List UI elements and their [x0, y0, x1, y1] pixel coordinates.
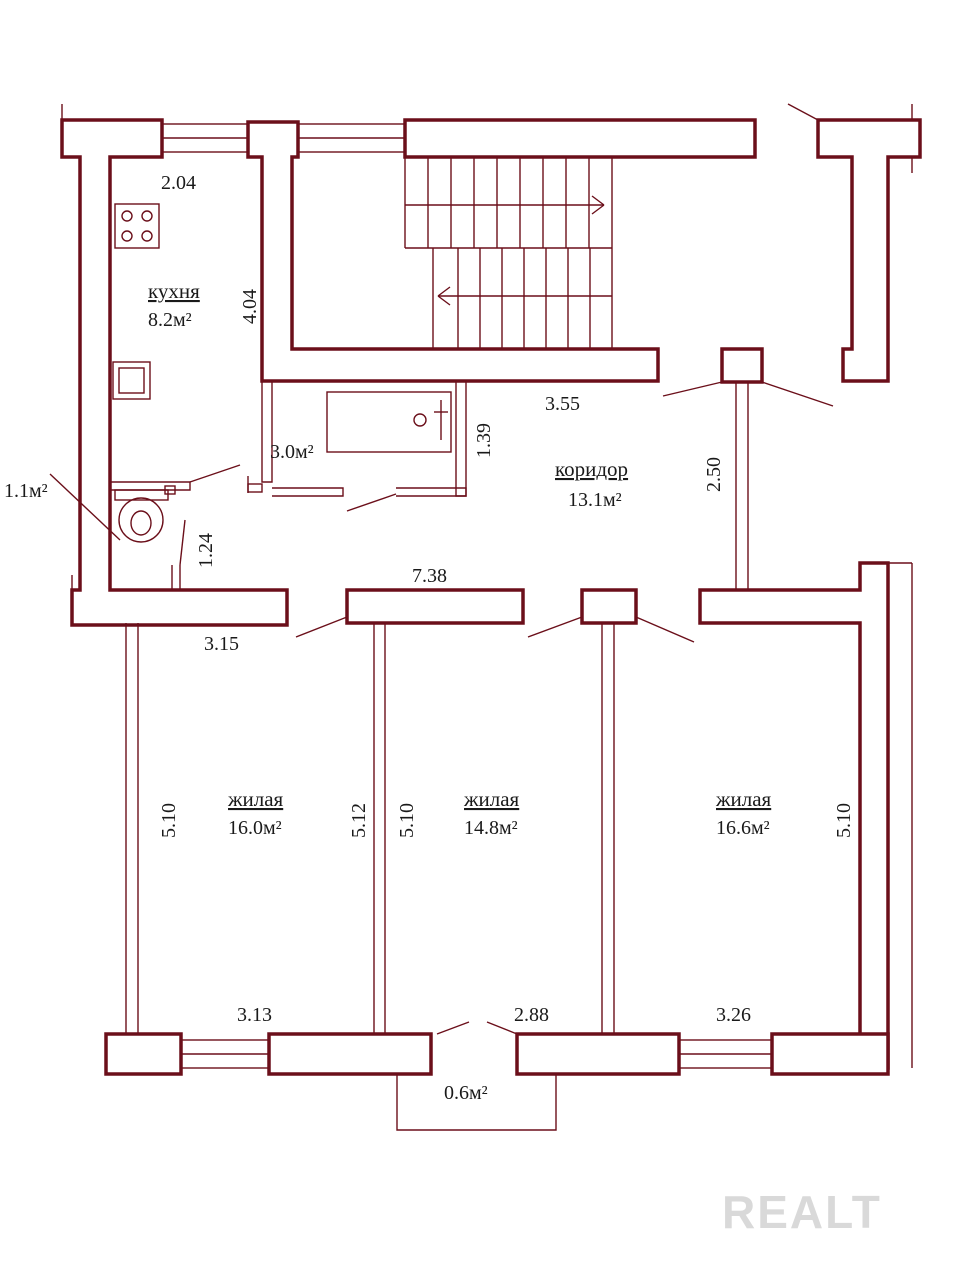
wall-bottom-2 [267, 1032, 433, 1076]
dim-kitchen-length: 4.04 [239, 289, 261, 324]
living-1-label: жилая [227, 787, 284, 811]
wall-mid-2 [580, 588, 638, 625]
toilet-icon [118, 497, 164, 543]
wall-stair-left [246, 120, 660, 383]
dim-toilet-height: 1.24 [195, 533, 217, 568]
watermark-logo: REALT [722, 1186, 882, 1238]
dim-corridor-top: 3.55 [545, 393, 580, 415]
dim-living-1-right: 5.12 [348, 803, 370, 838]
wall-stair-top [403, 118, 757, 159]
kitchen-area: 8.2м² [148, 309, 192, 331]
kitchen-label: кухня [148, 279, 200, 303]
wall-bottom-4 [770, 1032, 890, 1076]
living-1-area: 16.0м² [228, 817, 282, 839]
living-3-label: жилая [715, 787, 772, 811]
toilet-area: 1.1м² [4, 480, 48, 502]
balcony-area: 0.6м² [444, 1082, 488, 1104]
door-swings [61, 103, 913, 1035]
toilet-tank-icon [114, 489, 169, 501]
wall-mid-1 [345, 588, 525, 625]
stair-arrow-head [591, 195, 605, 206]
toilet-door [189, 464, 241, 483]
staircase [404, 157, 613, 349]
bath-door [346, 493, 397, 512]
stair-arrow-head [437, 295, 451, 306]
dim-kitchen-width: 2.04 [161, 172, 196, 194]
dim-corridor-length: 7.38 [412, 565, 447, 587]
wall-top-right [816, 118, 922, 383]
corridor-label: коридор [555, 457, 628, 481]
sink-icon [112, 361, 151, 400]
balcony [396, 1074, 557, 1131]
dim-living-2-width: 2.88 [514, 1004, 549, 1026]
living-3-area: 16.6м² [716, 817, 770, 839]
dim-living-2-left: 5.10 [396, 803, 418, 838]
room-labels: кухня 8.2м² 3.0м² 1.1м² коридор 13.1м² ж… [4, 279, 772, 1104]
wall-bottom-3 [515, 1032, 681, 1076]
living-2-label: жилая [463, 787, 520, 811]
wall-bottom-1 [104, 1032, 183, 1076]
wall-top-left [60, 118, 289, 627]
dim-living-3-right: 5.10 [833, 803, 855, 838]
column [720, 347, 764, 384]
stair-arrow-head [437, 286, 451, 297]
stove-icon [114, 203, 160, 249]
bath-drain-icon [413, 413, 427, 427]
walls [60, 118, 922, 1131]
stair-arrow-head [591, 204, 605, 215]
dimension-labels: 2.04 4.04 3.55 1.39 2.50 1.24 7.38 3.15 … [158, 172, 855, 1026]
kitchen-fixtures [112, 203, 160, 400]
bathtub-icon [326, 391, 452, 453]
dim-corridor-right: 2.50 [703, 457, 725, 492]
dim-living-1-width: 3.13 [237, 1004, 272, 1026]
bathroom-area: 3.0м² [270, 441, 314, 463]
dim-bath-height: 1.39 [473, 423, 495, 458]
dim-living-1-left: 5.10 [158, 803, 180, 838]
wet-rooms [49, 381, 467, 590]
dim-corridor-left: 3.15 [204, 633, 239, 655]
dim-living-3-width: 3.26 [716, 1004, 751, 1026]
wall-mid-3 [698, 561, 890, 1070]
living-2-area: 14.8м² [464, 817, 518, 839]
corridor-area: 13.1м² [568, 489, 622, 511]
